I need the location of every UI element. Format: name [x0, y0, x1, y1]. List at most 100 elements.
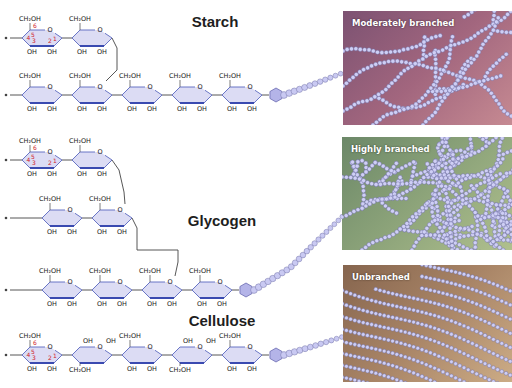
glucose-bead — [483, 376, 487, 380]
glycosidic-bond — [82, 218, 92, 219]
glucose-bead — [428, 52, 432, 56]
glucose-bead — [378, 61, 382, 65]
glucose-bead — [370, 370, 374, 374]
glucose-bead — [356, 160, 360, 164]
glucose-bead — [391, 364, 395, 368]
glucose-bead — [370, 64, 374, 68]
glucose-bead — [464, 191, 468, 195]
glucose-bead — [430, 206, 434, 210]
carbon-number: 1 — [53, 36, 57, 42]
glucose-bead — [403, 330, 407, 334]
glucose-bead — [506, 205, 510, 209]
glucose-bead — [378, 313, 382, 317]
carbon-number: 4 — [27, 352, 31, 358]
glucose-bead — [395, 365, 399, 369]
ring-front-edge — [100, 225, 124, 227]
ring-oxygen: O — [247, 84, 252, 91]
glucose-bead — [496, 207, 500, 211]
glucose-bead — [446, 61, 450, 65]
glucose-bead — [494, 212, 498, 216]
glucose-bead — [361, 321, 365, 325]
glucose-bead — [495, 180, 499, 184]
glucose-bead — [421, 63, 425, 67]
glucose-bead — [441, 279, 445, 283]
glucose-bead — [436, 166, 440, 170]
glucose-bead — [459, 75, 463, 79]
glucose-bead — [464, 177, 468, 181]
glucose-bead — [506, 230, 510, 234]
glucose-bead — [453, 82, 457, 86]
glucose-bead — [475, 316, 479, 320]
glucose-bead — [425, 172, 429, 176]
glucose-bead — [473, 210, 477, 214]
glucose-bead — [388, 103, 392, 107]
glucose-bead — [461, 85, 465, 89]
ring-front-edge — [150, 297, 174, 299]
glucose-bead — [424, 287, 428, 291]
glucose-bead — [438, 152, 442, 156]
carbon-number: 5 — [31, 154, 35, 160]
glucose-bead — [460, 193, 464, 197]
glucose-bead — [424, 363, 428, 367]
glucose-bead — [406, 106, 410, 110]
glucose-bead — [491, 239, 495, 243]
glucose-bead — [350, 160, 354, 164]
glucose-bead — [490, 176, 494, 180]
glucose-bead — [459, 250, 463, 251]
glucose-bead — [395, 340, 399, 344]
glucose-bead — [473, 197, 477, 201]
glucose-bead — [416, 321, 420, 325]
glucose-bead — [458, 185, 462, 189]
glucose-bead — [377, 96, 381, 100]
ring-fill — [92, 282, 132, 298]
glucose-bead — [488, 185, 492, 189]
glucose-bead — [396, 182, 400, 186]
glucose-bead — [441, 356, 445, 360]
glucose-bead — [435, 222, 439, 226]
glucose-bead — [471, 275, 475, 279]
glucose-bead — [420, 275, 424, 279]
glucose-bead — [450, 294, 454, 298]
glucose-bead — [496, 339, 500, 343]
glucose-bead — [399, 305, 403, 309]
glucose-bead — [397, 49, 401, 53]
glucose-bead — [416, 297, 420, 301]
group-label: CH₂OH — [139, 268, 161, 275]
glucose-bead — [382, 302, 386, 306]
bond-stub — [30, 80, 31, 87]
glucose-bead — [496, 382, 500, 383]
glucose-bead — [433, 110, 437, 114]
glucose-bead — [432, 51, 436, 55]
chain-continuation — [10, 355, 22, 356]
glucose-bead — [458, 284, 462, 288]
glucose-bead — [483, 319, 487, 323]
glucose-bead — [378, 348, 382, 352]
hydroxyl-label: OH — [27, 106, 37, 113]
glucose-bead — [377, 162, 381, 166]
glucose-bead — [462, 338, 466, 342]
glucose-bead — [395, 316, 399, 320]
glucose-bead — [435, 79, 439, 83]
glucose-bead — [456, 213, 460, 217]
ring-outline — [72, 30, 112, 46]
glucose-bead — [481, 221, 485, 225]
glucose-bead — [445, 280, 449, 284]
ring-fill — [72, 347, 112, 363]
glucose-bead — [400, 182, 404, 186]
glucose-bead — [370, 358, 374, 362]
glucose-bead — [412, 358, 416, 362]
glucose-bead — [450, 239, 454, 243]
glucose-bead — [465, 154, 469, 158]
glucose-bead — [374, 359, 378, 363]
glucose-bead — [484, 137, 488, 140]
glucose-bead — [484, 211, 488, 215]
glucose-bead — [361, 173, 365, 177]
glucose-bead — [357, 307, 361, 311]
glucose-bead — [445, 372, 449, 376]
glucose-bead — [443, 96, 447, 100]
glucose-bead — [387, 303, 391, 307]
glucose-bead — [485, 71, 489, 75]
glucose-bead — [380, 51, 384, 55]
glucose-bead — [475, 276, 479, 280]
glucose-bead — [511, 168, 512, 172]
